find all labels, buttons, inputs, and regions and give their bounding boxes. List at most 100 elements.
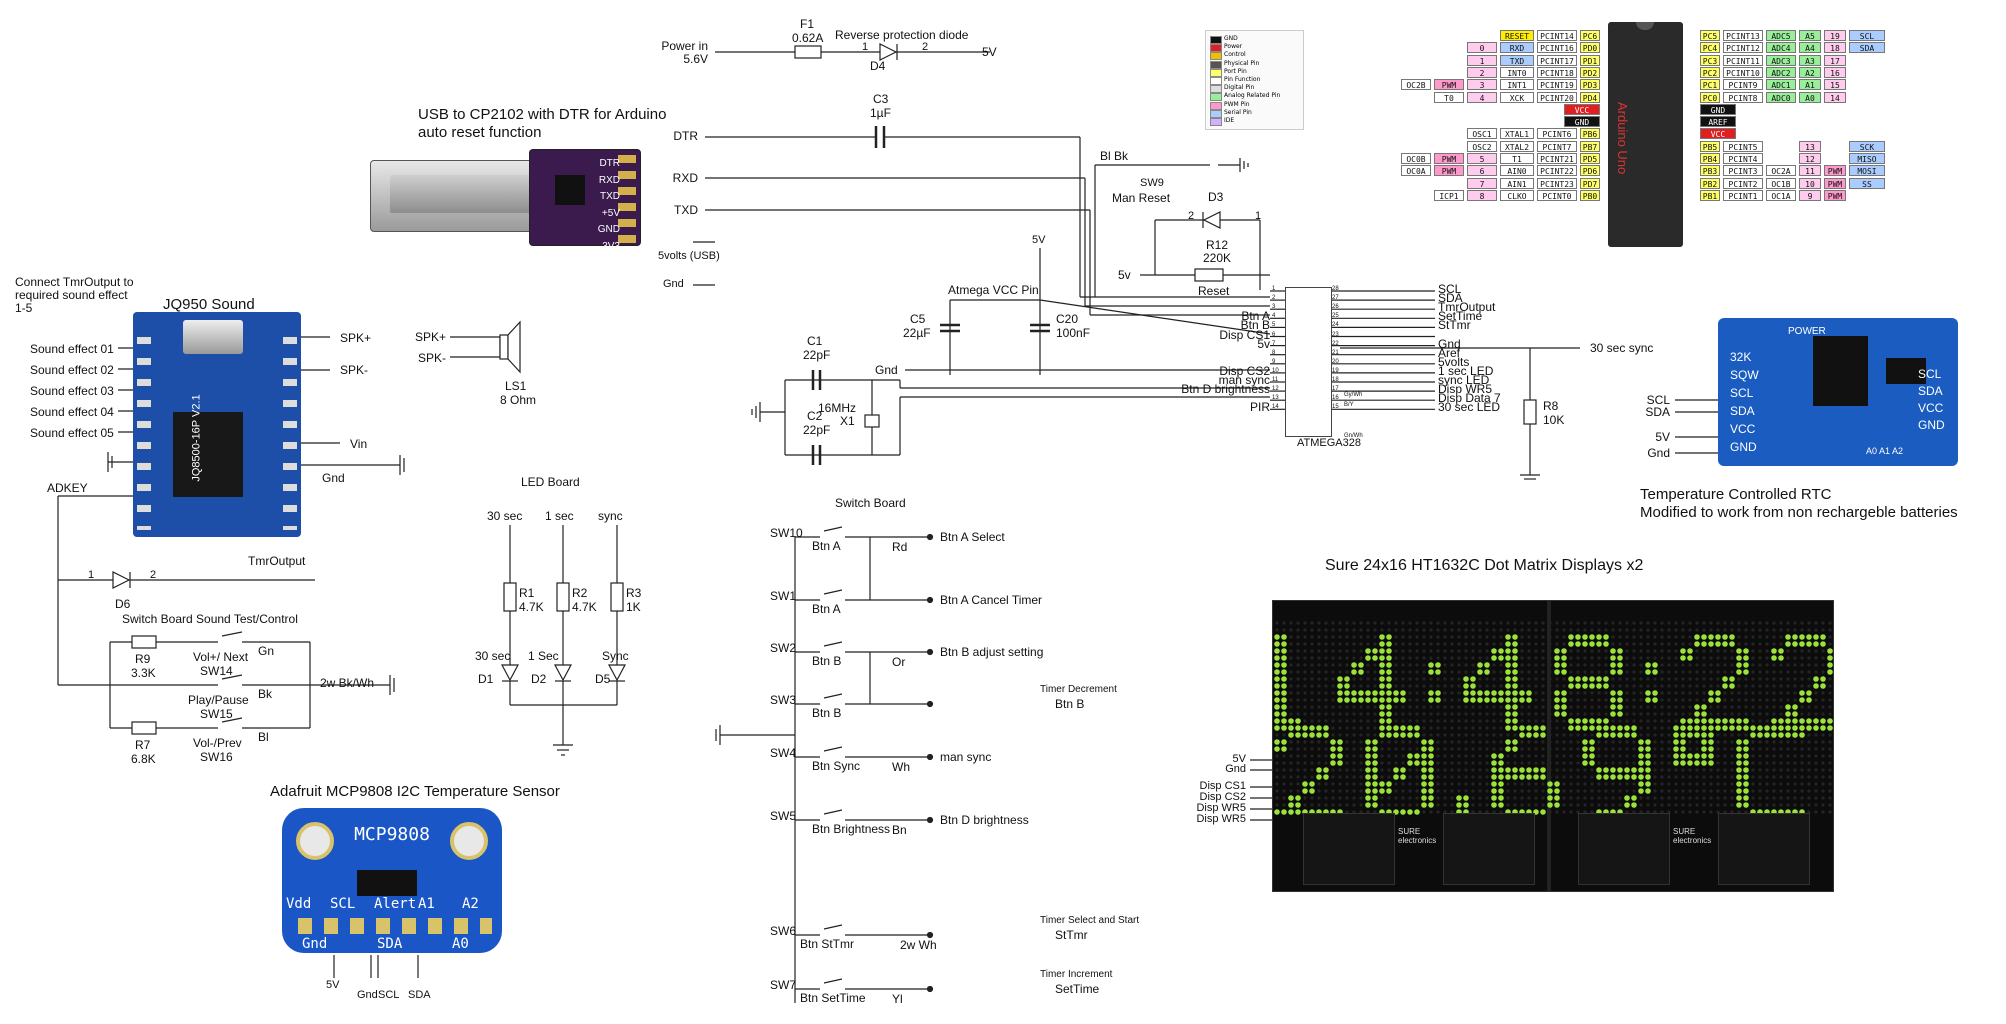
matrix-dot — [1730, 733, 1734, 737]
matrix-dot — [1729, 718, 1735, 724]
matrix-dot — [1786, 698, 1790, 702]
matrix-dot — [1478, 705, 1482, 709]
matrix-dot — [1793, 747, 1797, 751]
matrix-dot — [1275, 775, 1279, 779]
matrix-dot — [1681, 635, 1685, 639]
matrix-dot — [1505, 704, 1511, 710]
matrix-dot — [1771, 655, 1777, 661]
matrix-dot — [1827, 669, 1833, 675]
matrix-dot — [1772, 740, 1776, 744]
matrix-dot — [1660, 733, 1664, 737]
matrix-dot — [1625, 677, 1629, 681]
matrix-dot — [1730, 663, 1734, 667]
matrix-dot — [1422, 726, 1426, 730]
matrix-dot — [1485, 677, 1489, 681]
matrix-dot — [1394, 782, 1398, 786]
matrix-dot — [1688, 621, 1692, 625]
matrix-dot — [1289, 740, 1293, 744]
matrix-dot — [1526, 732, 1532, 738]
matrix-dot — [1415, 796, 1419, 800]
matrix-dot — [1646, 810, 1650, 814]
matrix-dot — [1428, 746, 1434, 752]
matrix-dot — [1415, 635, 1419, 639]
matrix-dot — [1352, 649, 1356, 653]
matrix-dot — [1401, 649, 1405, 653]
matrix-dot — [1358, 690, 1364, 696]
matrix-dot — [1477, 690, 1483, 696]
matrix-dot — [1667, 712, 1671, 716]
matrix-dot — [1674, 649, 1678, 653]
matrix-dot — [1386, 697, 1392, 703]
matrix-dot — [1345, 621, 1349, 625]
matrix-dot — [1534, 698, 1538, 702]
matrix-dot — [1625, 628, 1629, 632]
matrix-dot — [1646, 656, 1650, 660]
matrix-dot — [1534, 663, 1538, 667]
matrix-dot — [1758, 768, 1762, 772]
matrix-dot — [1751, 761, 1755, 765]
matrix-dot — [1310, 628, 1314, 632]
matrix-dot — [1597, 754, 1601, 758]
led-diode: D1 — [478, 672, 494, 686]
matrix-dot — [1310, 684, 1314, 688]
matrix-dot — [1485, 635, 1489, 639]
matrix-dot — [1436, 775, 1440, 779]
matrix-dot — [1694, 753, 1700, 759]
matrix-dot — [1625, 698, 1629, 702]
matrix-dot — [1800, 649, 1804, 653]
matrix-dot — [1450, 705, 1454, 709]
matrix-dot — [1386, 655, 1392, 661]
pinout-cell: PCINT12 — [1723, 42, 1763, 54]
mcu-pin-number: 26 — [1332, 304, 1339, 311]
matrix-dot — [1485, 754, 1489, 758]
matrix-dot — [1394, 789, 1398, 793]
matrix-dot — [1793, 789, 1797, 793]
matrix-dot — [1554, 655, 1560, 661]
matrix-dot — [1457, 677, 1461, 681]
matrix-dot — [1562, 803, 1566, 807]
matrix-dot — [1471, 719, 1475, 723]
pinout-cell: INT0 — [1500, 66, 1534, 78]
matrix-dot — [1555, 635, 1559, 639]
matrix-dot — [1506, 803, 1510, 807]
matrix-dot — [1310, 691, 1314, 695]
matrix-dot — [1499, 628, 1503, 632]
matrix-dot — [1597, 712, 1601, 716]
matrix-dot — [1422, 698, 1426, 702]
matrix-dot — [1778, 718, 1784, 724]
matrix-dot — [1765, 663, 1769, 667]
matrix-dot — [1590, 789, 1594, 793]
matrix-dot — [1408, 621, 1412, 625]
matrix-dot — [1534, 719, 1538, 723]
matrix-dot — [1407, 760, 1413, 766]
pinout-cell: PC1 — [1700, 79, 1720, 91]
pin-label: 1 — [862, 41, 869, 53]
matrix-dot — [1611, 754, 1615, 758]
matrix-dot — [1317, 712, 1321, 716]
matrix-dot — [1702, 656, 1706, 660]
matrix-dot — [1527, 705, 1531, 709]
matrix-dot — [1827, 718, 1833, 724]
legend-item: Analog Related Pin — [1210, 92, 1300, 102]
matrix-dot — [1589, 641, 1595, 647]
pinout-chip-text: Arduino Uno — [1615, 102, 1630, 175]
matrix-dot — [1708, 732, 1714, 738]
matrix-dot — [1379, 669, 1385, 675]
matrix-dot — [1429, 810, 1433, 814]
matrix-dot — [1772, 712, 1776, 716]
led-resistor: R3 — [626, 586, 642, 600]
matrix-dot — [1485, 768, 1489, 772]
matrix-dot — [1555, 726, 1559, 730]
matrix-dot — [1625, 747, 1629, 751]
matrix-dot — [1387, 621, 1391, 625]
matrix-dot — [1639, 719, 1643, 723]
matrix-dot — [1464, 789, 1468, 793]
matrix-dot — [1505, 697, 1511, 703]
matrix-dot — [1303, 642, 1307, 646]
matrix-dot — [1639, 698, 1643, 702]
legend-item: IDE — [1210, 117, 1300, 126]
matrix-dot — [1722, 718, 1728, 724]
matrix-dot — [1618, 642, 1622, 646]
matrix-dot — [1694, 732, 1700, 738]
rtc-pin-label: SCL — [1918, 367, 1942, 381]
